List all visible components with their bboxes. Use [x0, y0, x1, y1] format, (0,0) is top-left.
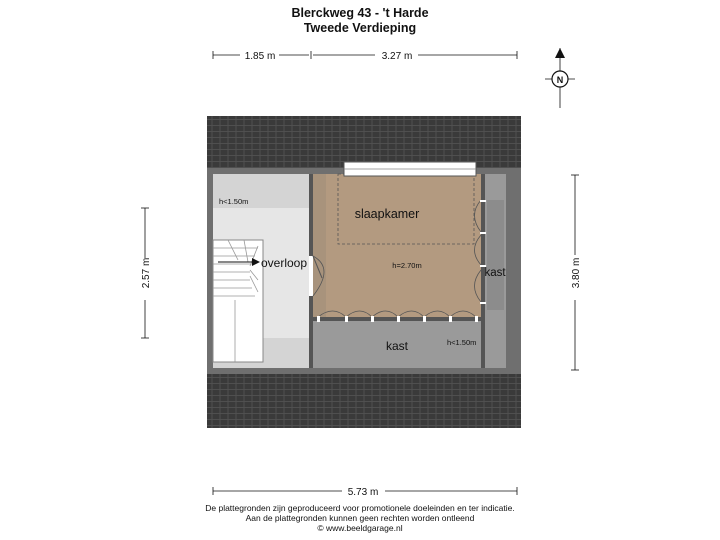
wall-right-inner	[481, 174, 485, 368]
dimension-right	[571, 174, 579, 371]
kast-right-inner	[487, 200, 504, 310]
plan-title: Blerckweg 43 - 't Harde	[291, 6, 429, 20]
bedroom-floor	[312, 174, 482, 317]
height-label-bottom-right: h<1.50m	[447, 338, 476, 347]
room-label-kast-right: kast	[484, 267, 506, 279]
room-label-kast-bottom: kast	[386, 339, 409, 353]
plan-subtitle: Tweede Verdieping	[303, 21, 417, 35]
bedroom-door	[309, 255, 325, 297]
room-label-slaapkamer: slaapkamer	[355, 207, 420, 221]
dimension-label-left: 2.57 m	[141, 258, 152, 289]
dimension-label-bottom: 5.73 m	[348, 487, 379, 498]
roof-bottom	[207, 372, 521, 428]
footer-copyright: © www.beeldgarage.nl	[317, 523, 403, 533]
footer-disclaimer-line1: De plattegronden zijn geproduceerd voor …	[205, 503, 515, 513]
kast-right-doors	[474, 199, 486, 304]
height-label-center: h=2.70m	[392, 261, 421, 270]
dimension-label-top-left: 1.85 m	[245, 51, 276, 62]
dimension-label-right: 3.80 m	[571, 258, 582, 289]
dimension-left	[141, 207, 149, 339]
bedroom-low-strip	[312, 174, 326, 317]
dimension-label-top-right: 3.27 m	[382, 51, 413, 62]
height-label-left-top: h<1.50m	[219, 197, 248, 206]
room-label-overloop: overloop	[261, 256, 307, 270]
footer-disclaimer-line2: Aan de plattegronden kunnen geen rechten…	[245, 513, 475, 523]
staircase	[212, 239, 264, 363]
low-ceiling-top-left	[213, 174, 309, 208]
dimension-bottom	[212, 487, 518, 495]
dimension-top	[212, 51, 518, 59]
kast-bottom-doors	[317, 310, 478, 322]
compass-icon: N	[545, 48, 575, 108]
compass-north-label: N	[557, 75, 564, 85]
kast-bottom-floor	[312, 320, 482, 368]
